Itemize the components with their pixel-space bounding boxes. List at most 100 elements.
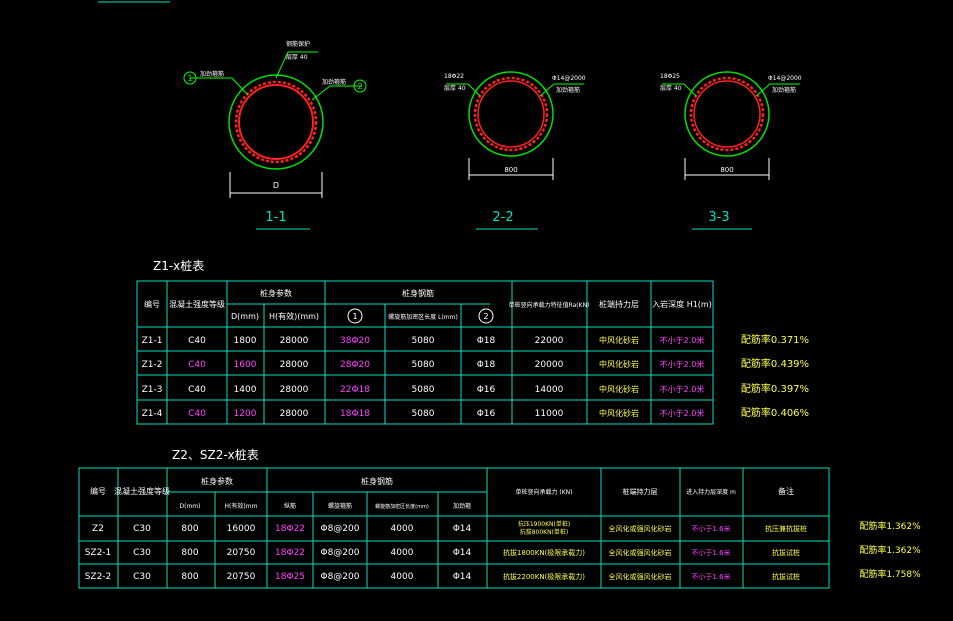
pile-outline [684,71,770,157]
ratio-note: 配筋率1.758% [859,568,921,580]
cell-len: 4000 [391,548,414,558]
cell-rebar-2: Φ8@200 [321,524,360,534]
th-d: D(mm) [231,312,259,321]
cell-rebar-2: Φ18 [477,360,496,370]
cell-rebar-3: Φ14 [453,572,472,582]
cell-rebar-1: 22Φ18 [340,385,370,395]
callout-1-label: 1 [187,74,192,83]
note-stiffener: 加劲箍筋 [556,86,580,94]
th-len: 螺旋筋加密区长度(mm) [375,503,429,510]
rebar-cage [689,76,765,152]
cell-len: 5080 [412,360,435,370]
cell-no: SZ2-2 [85,572,112,582]
th-c2: 2 [483,312,488,321]
cell-rebar-1: 38Φ20 [340,336,370,346]
th-grade: 混凝土强度等级 [114,486,170,496]
cell-layer: 中风化砂岩 [599,408,639,418]
th-c3: 加劲箍 [453,502,471,510]
table-1-header: 编号 混凝土强度等级 桩身参数 D(mm) H(有效)(mm) 桩身钢筋 1 螺… [144,288,712,324]
cell-rebar-2: Φ8@200 [321,548,360,558]
cell-len: 4000 [391,524,414,534]
pile-outline [468,71,554,157]
th-depth: 入岩深度 H1(m) [652,299,712,309]
note-cover: 层厚 40 [660,85,682,92]
cell-remark: 抗拔试桩 [772,572,800,581]
dim-text: D [273,181,279,190]
cell-depth: 不小于2.0米 [660,359,705,369]
cell-cap: 抗压1900KN(单桩) [518,520,570,528]
cell-cap: 20000 [535,360,564,370]
table-2-title: Z2、SZ2-x桩表 [172,447,259,462]
cell-cap: 14000 [535,385,564,395]
cell-h: 28000 [280,360,309,370]
th-h: H(有效)(mm) [269,311,319,321]
cell-h: 28000 [280,336,309,346]
cell-depth: 不小于2.0米 [660,408,705,418]
cell-no: Z1-2 [142,360,163,370]
th-cap: 单桩竖向承载力 (KN) [515,488,572,496]
cell-len: 5080 [412,336,435,346]
note-cover: 层厚 40 [444,85,466,92]
pile-table-1: Z1-x桩表 编号 混凝土强度等级 桩身参数 D(mm) H(有效)(mm) 桩… [136,258,810,425]
cell-h: 20750 [227,572,256,582]
th-no: 编号 [90,486,106,496]
leader-left [662,83,697,97]
cell-no: Z1-1 [142,336,163,346]
cell-rebar-1: 18Φ25 [275,572,305,582]
th-grade: 混凝土强度等级 [169,299,225,309]
leader-top [275,51,318,79]
cell-grade: C30 [133,572,151,582]
cell-grade: C30 [133,548,151,558]
cell-layer: 中风化砂岩 [599,335,639,345]
cell-grade: C40 [188,336,206,346]
cell-layer: 全风化或强风化砂岩 [609,572,672,581]
leader-left [190,77,249,96]
cell-h: 20750 [227,548,256,558]
cell-rebar-2: Φ8@200 [321,572,360,582]
pile-outline [228,74,324,170]
note-stirrup: Φ14@2000 [768,75,802,82]
note-left: 加劲箍筋 [200,70,224,78]
cell-layer: 全风化或强风化砂岩 [609,548,672,557]
cell-layer: 中风化砂岩 [599,359,639,369]
cell-rebar-3: Φ14 [453,524,472,534]
stirrup-ring [693,80,761,148]
cell-rebar-1: 18Φ22 [275,524,305,534]
cell-cap: 抗拔1800KN(极限承载力) [503,548,585,557]
rebar-cage [234,80,318,164]
section-label: 3-3 [708,210,729,225]
cell-grade: C40 [188,409,206,419]
th-c2: 螺旋箍筋 [328,502,352,510]
ratio-note: 配筋率0.439% [741,357,809,370]
pile-table-2: Z2、SZ2-x桩表 编号 混凝土强度等级 桩身参数 D(mm) H(有效)mm [78,447,921,589]
table-2-grid [78,467,830,589]
dim-text: 800 [504,166,517,174]
cell-d: 800 [181,548,198,558]
cell-len: 5080 [412,409,435,419]
cell-no: Z1-4 [142,409,163,419]
cell-cap: 11000 [535,409,564,419]
note-right: 加劲箍筋 [322,78,346,86]
th-no: 编号 [144,299,160,309]
section-1-1: 1 2 钢筋保护 层厚 40 加劲箍筋 加劲箍筋 D 1-1 [183,40,367,230]
callout-1 [183,71,197,85]
th-layer: 桩端持力层 [623,487,658,496]
cell-rebar-1: 18Φ18 [340,409,370,419]
cell-layer: 全风化或强风化砂岩 [609,524,672,533]
cell-depth: 不小于1.6米 [691,548,730,557]
cell-rebar-2: Φ18 [477,336,496,346]
note-rebar: 18Φ25 [660,73,680,80]
leader-right [539,83,584,97]
cell-d: 1400 [234,385,257,395]
th-rebar: 桩身钢筋 [361,476,393,486]
cell-rebar-2: Φ16 [477,409,496,419]
note-cover-thk: 层厚 40 [286,54,308,61]
leader-left [446,83,481,97]
th-body: 桩身参数 [260,288,292,298]
cell-layer: 中风化砂岩 [599,384,639,394]
th-remark: 备注 [778,486,794,496]
cell-rebar-1: 28Φ20 [340,360,370,370]
th-rebar: 桩身钢筋 [402,288,434,298]
cell-grade: C40 [188,385,206,395]
